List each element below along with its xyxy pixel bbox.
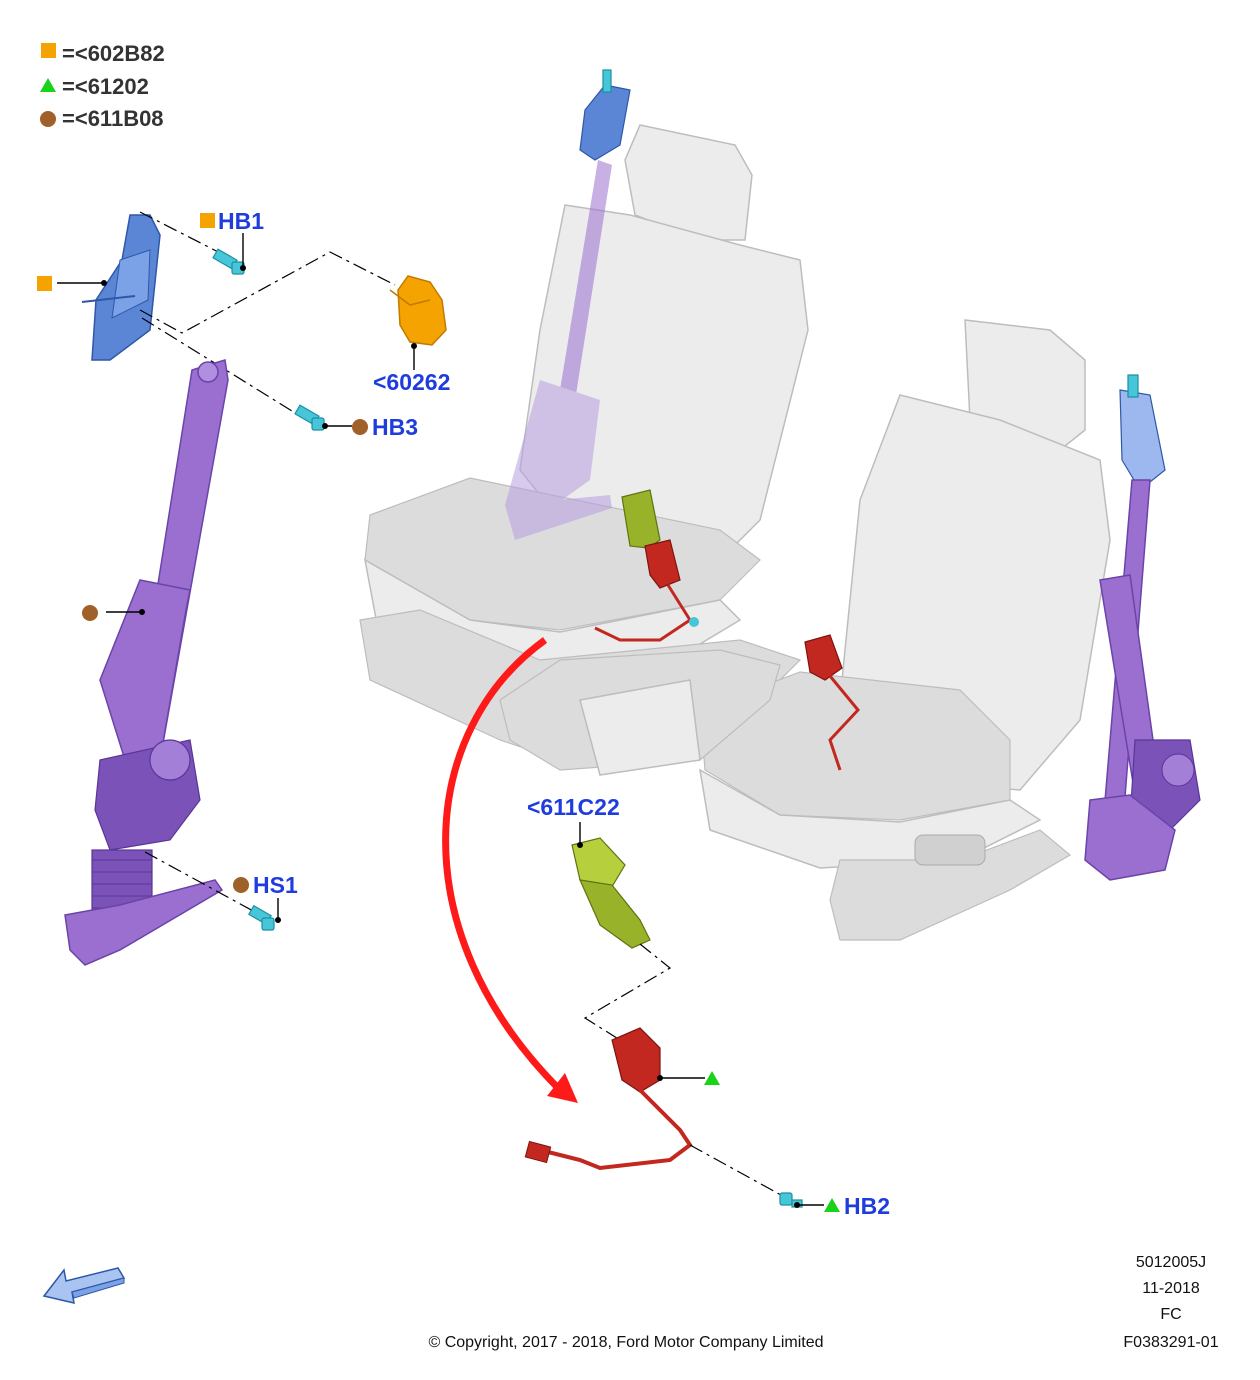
right-seat-belt-assembly: [1084, 374, 1201, 881]
left-seat-buckle: [594, 489, 699, 642]
legend-triangle-text: =<61202: [62, 74, 149, 99]
right-seat-buckle: [804, 634, 860, 771]
legend-square-text: =<602B82: [62, 41, 165, 66]
part-60262-label: <60262: [373, 369, 450, 395]
seat-belt-webbing: [99, 359, 229, 761]
seat-frame: [499, 649, 781, 776]
legend-circle-icon: [40, 111, 56, 127]
hb2-triangle-icon: [824, 1198, 840, 1212]
footer-region: FC: [1160, 1306, 1181, 1323]
legend-circle-text: =<611B08: [62, 106, 164, 131]
hb3-label: HB3: [372, 414, 418, 440]
hs1-circle-icon: [233, 877, 249, 893]
belt-circle-marker-icon: [82, 605, 98, 621]
hb1-label: HB1: [218, 208, 264, 234]
right-seat: [699, 319, 1111, 941]
buckle-triangle-marker-icon: [704, 1071, 720, 1085]
red-arrow: [442, 637, 578, 1103]
anchor-square-marker-icon: [37, 276, 52, 291]
upper-anchor-bracket: [81, 214, 161, 361]
buckle-receiver: [524, 1027, 693, 1171]
legend: =<602B82 =<61202 =<611B08: [40, 41, 165, 131]
hb2-label: HB2: [844, 1193, 890, 1219]
hb1-square-icon: [200, 213, 215, 228]
part-611c22-label: <611C22: [527, 794, 620, 820]
legend-square-icon: [41, 43, 56, 58]
footer-code: 5012005J: [1136, 1254, 1206, 1271]
footer-figure-id: F0383291-01: [1123, 1334, 1218, 1351]
trim-cover-60262: [389, 275, 447, 346]
hs1-bolt: [248, 904, 275, 931]
hb3-circle-icon: [352, 419, 368, 435]
belt-retractor: [64, 739, 224, 966]
hs1-label: HS1: [253, 872, 298, 898]
legend-triangle-icon: [40, 78, 56, 92]
buckle-tongue-611c22: [571, 837, 651, 949]
hb1-bolt: [212, 248, 245, 275]
left-seat-belt-ghost: [505, 160, 612, 540]
hb3-bolt: [294, 404, 325, 431]
left-seat-upper-anchor: [579, 69, 631, 161]
orientation-arrow-icon: [42, 1267, 126, 1304]
copyright-notice: © Copyright, 2017 - 2018, Ford Motor Com…: [428, 1334, 823, 1351]
footer-date: 11-2018: [1142, 1280, 1200, 1297]
